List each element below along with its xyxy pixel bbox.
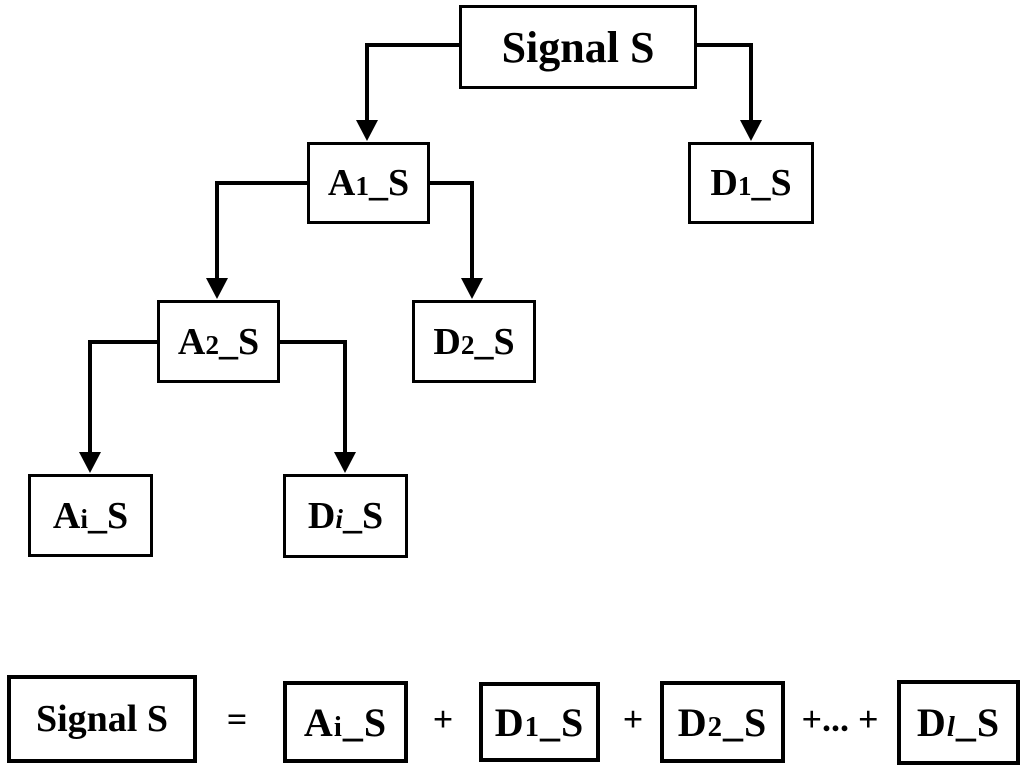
connector-signal-to-a1 — [356, 43, 459, 141]
connector-a2-to-ai — [79, 340, 157, 473]
equals-sign: = — [226, 699, 248, 739]
arrowhead-icon — [206, 278, 228, 299]
tree-node-a2-label: A2_S — [177, 320, 260, 363]
arrowhead-icon — [79, 452, 101, 473]
connector-signal-to-d1 — [697, 43, 762, 141]
tree-node-signal: Signal S — [459, 5, 697, 89]
equation-term-dl-box: Dl_S — [897, 680, 1020, 765]
tree-node-a2: A2_S — [157, 300, 280, 383]
connector-a1-to-a2 — [206, 181, 307, 299]
arrowhead-icon — [740, 120, 762, 141]
equation-lhs-label: Signal S — [35, 698, 169, 740]
tree-node-ai: Ai_S — [28, 474, 153, 557]
tree-node-d2: D2_S — [412, 300, 536, 383]
equation-term-d2-box: D2_S — [660, 681, 785, 763]
tree-node-d2-label: D2_S — [433, 320, 515, 363]
tree-node-di-label: Di_S — [307, 495, 384, 537]
arrowhead-icon — [461, 278, 483, 299]
tree-node-a1-label: A1_S — [327, 162, 410, 204]
tree-node-a1: A1_S — [307, 142, 430, 224]
equation-term-dl-label: Dl_S — [916, 700, 1001, 745]
tree-node-d1-label: D1_S — [710, 162, 792, 204]
tree-node-signal-label: Signal S — [501, 22, 655, 72]
connector-a2-to-di — [280, 340, 356, 473]
tree-node-ai-label: Ai_S — [52, 494, 129, 537]
plus-ellipsis-plus-sign: +... + — [801, 699, 879, 739]
arrowhead-icon — [334, 452, 356, 473]
tree-node-di: Di_S — [283, 474, 408, 558]
arrowhead-icon — [356, 120, 378, 141]
equation-term-ai-box: Ai_S — [283, 681, 408, 763]
connector-a1-to-d2 — [430, 181, 483, 299]
plus-sign: + — [622, 699, 644, 739]
tree-node-d1: D1_S — [688, 142, 814, 224]
equation-term-d1-box: D1_S — [479, 682, 600, 762]
equation-lhs-signal-box: Signal S — [7, 675, 197, 763]
equation-term-d2-label: D2_S — [677, 699, 768, 745]
equation-term-d1-label: D1_S — [494, 699, 585, 745]
plus-sign: + — [432, 699, 454, 739]
equation-term-ai-label: Ai_S — [303, 699, 388, 745]
